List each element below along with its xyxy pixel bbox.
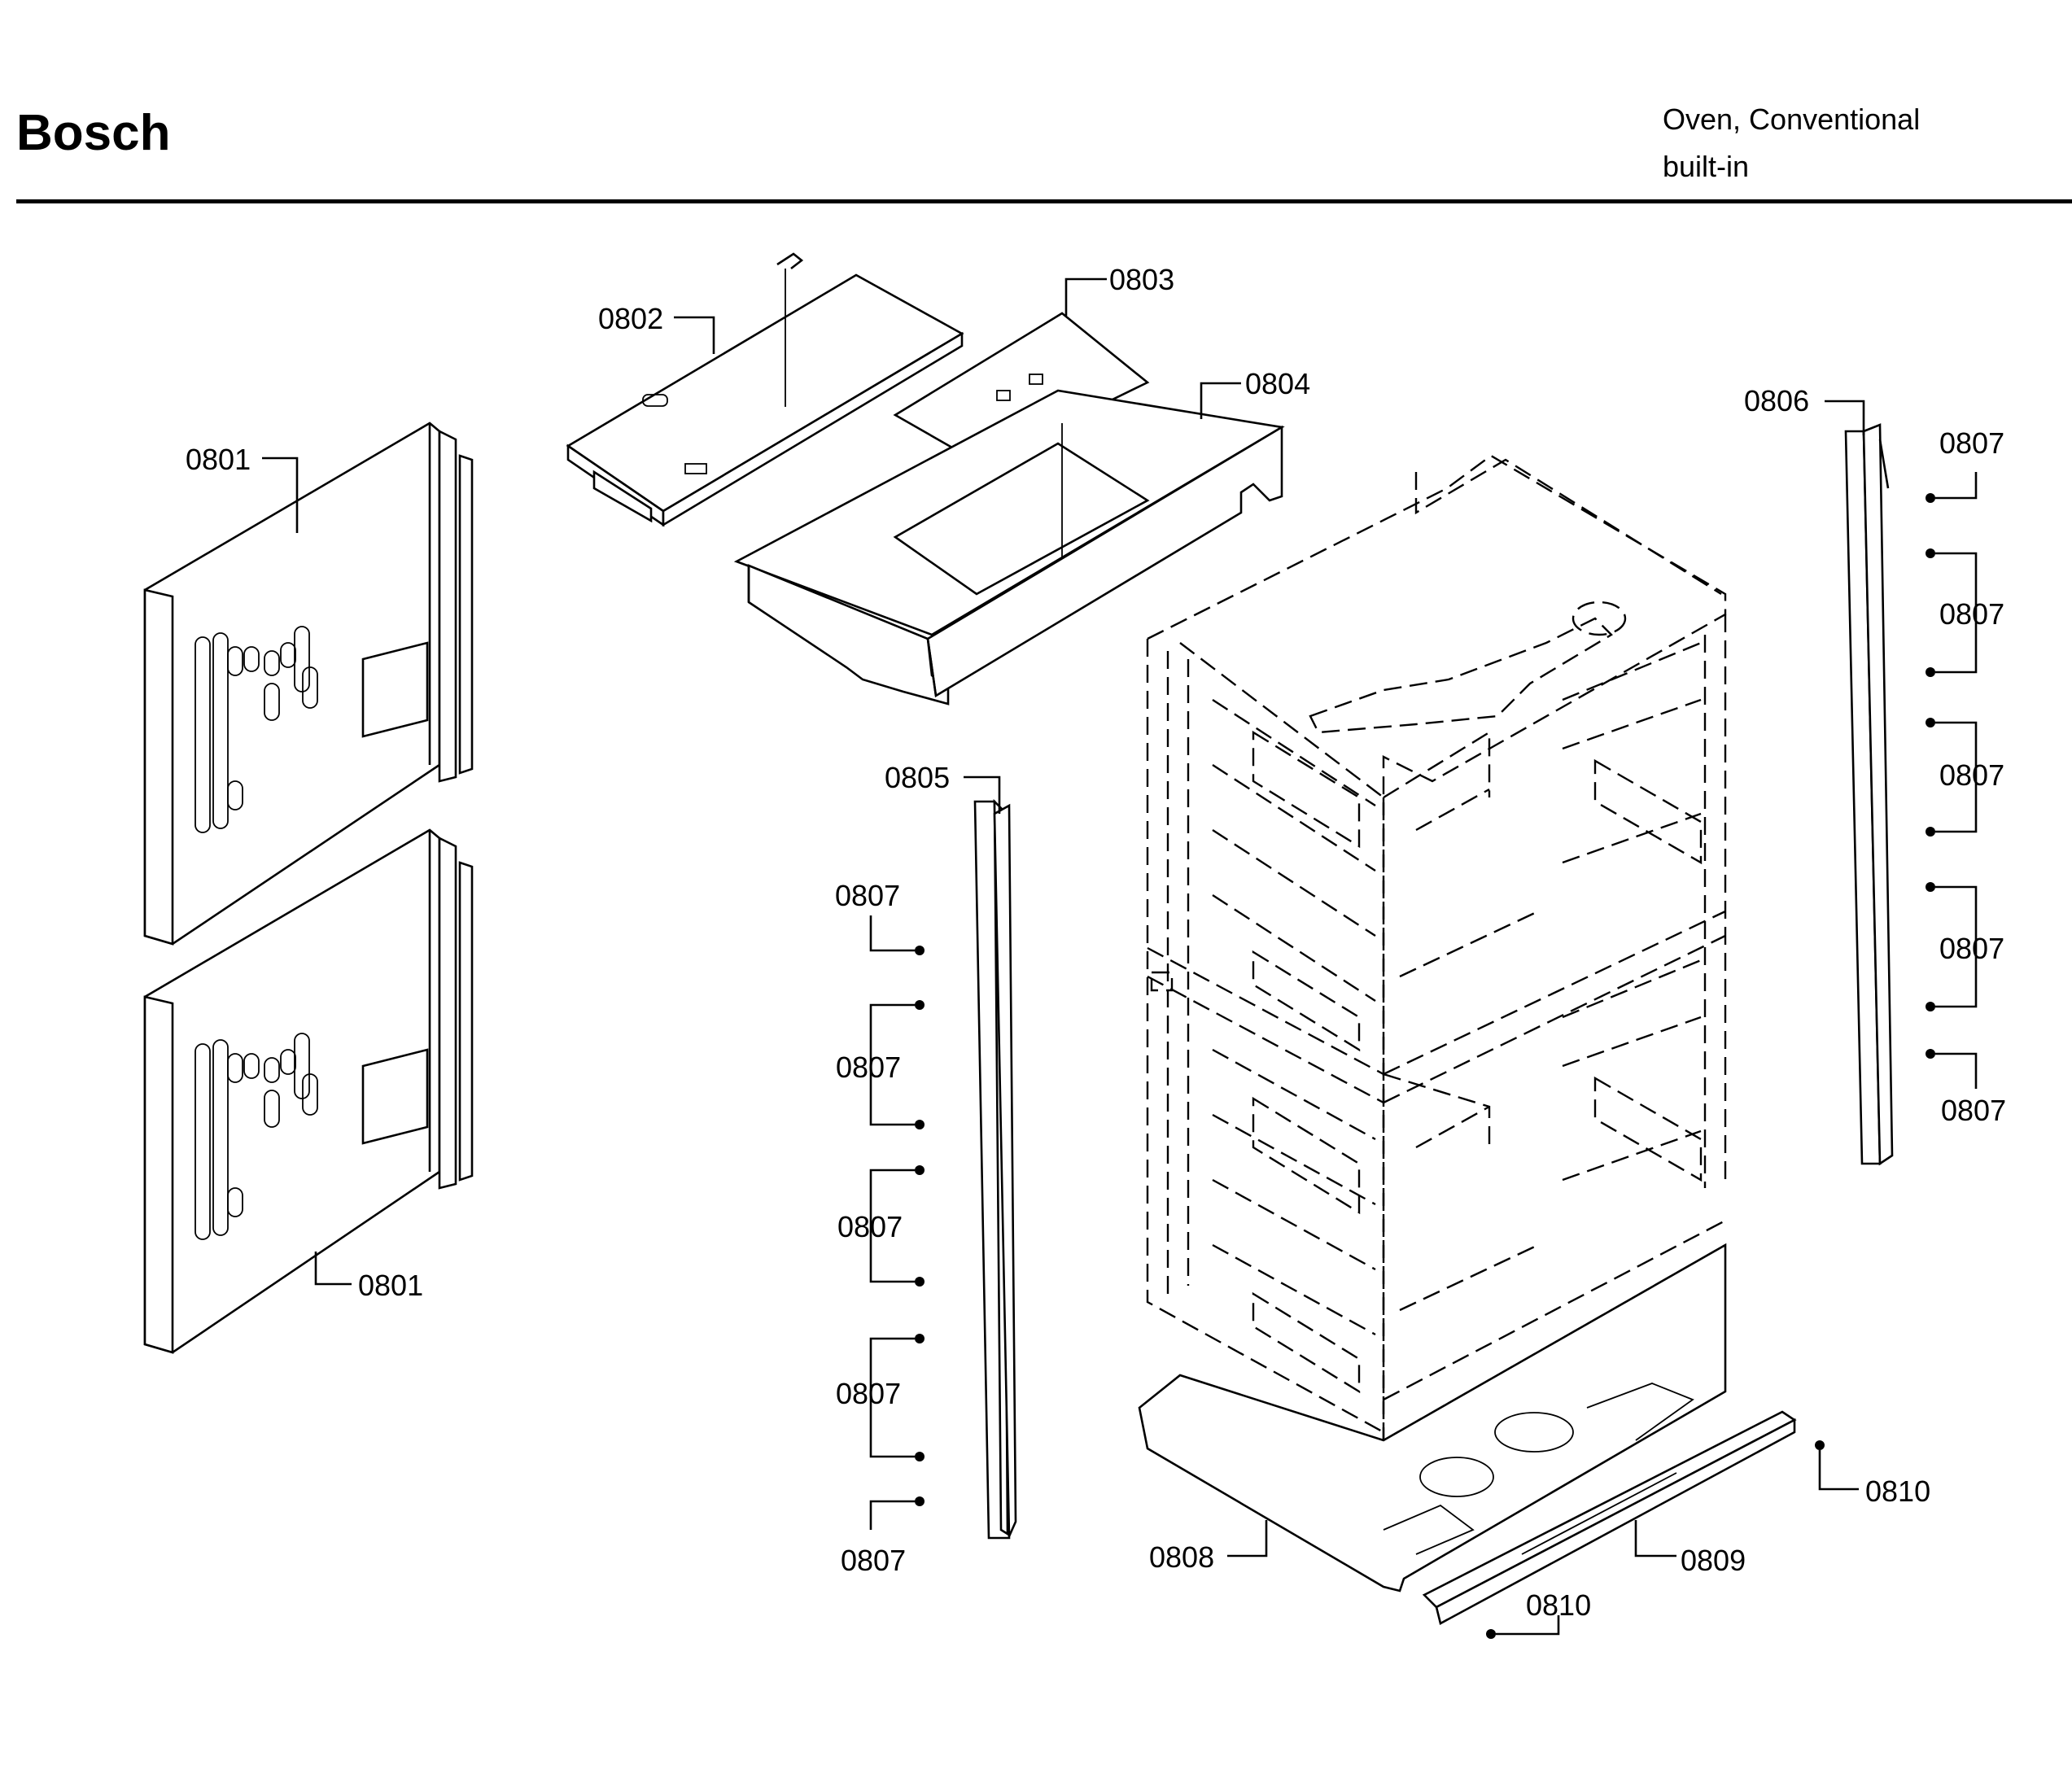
label-0808: 0808	[1149, 1540, 1214, 1574]
screws-left	[915, 946, 925, 1506]
side-panel-lower	[143, 828, 474, 1354]
product-subtype: built-in	[1663, 150, 1750, 183]
label-0807-right-5: 0807	[1941, 1094, 2006, 1127]
label-0810-right: 0810	[1865, 1474, 1930, 1508]
label-0807-left-4: 0807	[836, 1377, 901, 1410]
side-panel-upper	[143, 422, 474, 946]
right-rack-rail-part	[1844, 423, 1894, 1166]
bottom-plate-part	[1138, 1243, 1727, 1592]
label-0807-left-3: 0807	[837, 1210, 903, 1243]
product-type: Oven, Conventional	[1663, 103, 1921, 136]
screws-right	[1926, 493, 1935, 1059]
brand-title: Bosch	[16, 105, 171, 161]
label-0805: 0805	[885, 761, 950, 794]
top-frame-part	[733, 389, 1285, 706]
label-0803: 0803	[1109, 263, 1174, 296]
vent-slots-upper	[195, 626, 318, 833]
screw-0810-bottom	[1486, 1629, 1496, 1639]
label-0807-left-5: 0807	[841, 1544, 906, 1577]
screw-0810-right	[1815, 1440, 1825, 1450]
label-0807-right-4: 0807	[1939, 932, 2004, 965]
label-0802: 0802	[598, 302, 663, 335]
front-trim-bar-part	[1422, 1410, 1797, 1625]
label-0807-right-2: 0807	[1939, 597, 2004, 631]
top-cover-part	[566, 252, 964, 527]
label-0807-right-1: 0807	[1939, 426, 2004, 460]
header-divider	[16, 199, 2072, 203]
label-0807-left-2: 0807	[836, 1051, 901, 1084]
label-0801-lower: 0801	[358, 1269, 423, 1302]
left-rack-rail-part	[973, 798, 1017, 1540]
leader-lines	[262, 277, 1978, 1636]
oven-cavity-frame	[1146, 454, 1727, 1442]
vent-slots-lower	[195, 1033, 318, 1240]
label-0807-left-1: 0807	[835, 879, 900, 912]
label-0809: 0809	[1681, 1544, 1746, 1577]
label-0806: 0806	[1744, 384, 1809, 417]
label-0804: 0804	[1245, 367, 1310, 400]
label-0810-bottom: 0810	[1526, 1588, 1591, 1622]
label-0807-right-3: 0807	[1939, 758, 2004, 792]
label-0801-upper: 0801	[186, 443, 251, 476]
